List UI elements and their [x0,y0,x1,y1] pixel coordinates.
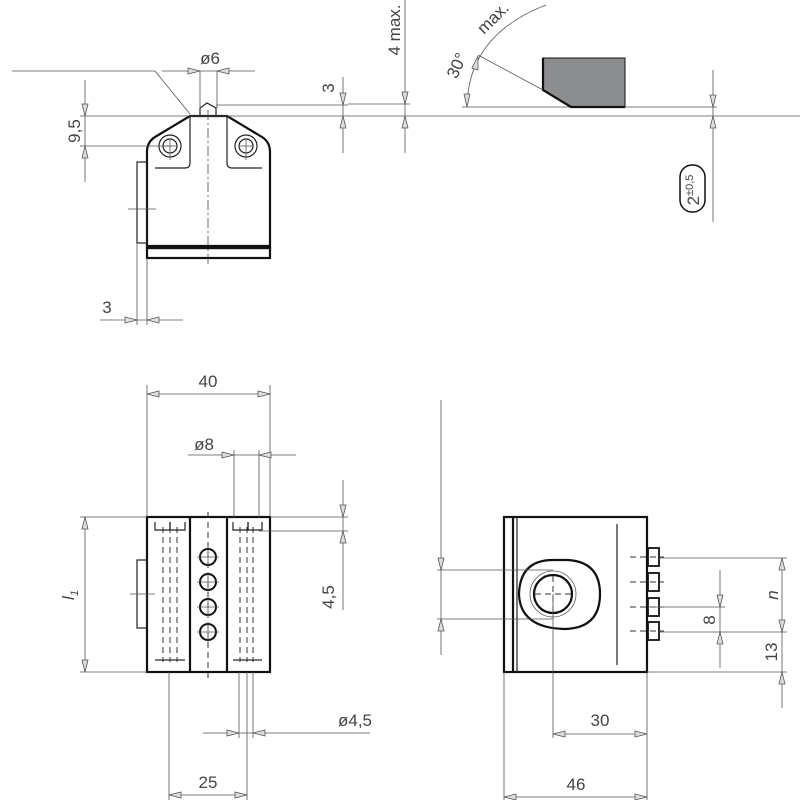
dimension-arrow [339,530,347,544]
dimension-arrow [778,557,786,571]
cable-entry-boss [517,558,602,631]
terminal-holes [197,547,219,642]
dim-label-4-5: 4,5 [319,585,338,609]
angle-label-max: max. [473,0,512,38]
dimension-arrow [401,115,409,129]
terminal-hole-icon [197,572,219,592]
dimension-arrow [503,793,517,800]
right-pocket [226,116,262,169]
dim-label-d6: ø6 [200,49,220,68]
dimension-arrow [187,67,201,75]
dimension-arrow [81,516,89,530]
mounting-hole-hidden-lines [154,522,263,662]
plunger [199,102,217,116]
tolerance-value: 2 [684,196,703,205]
dimension-arrow [146,316,160,324]
actuator-cam [542,57,626,108]
dimension-arrow [258,451,272,459]
dimension-arrow [339,504,347,518]
dimension-arrow [81,659,89,673]
dimension-arrow [226,729,240,737]
dim-label-25: 25 [199,773,218,792]
dimension-arrow [252,729,266,737]
base-plate [145,246,272,260]
dimension-arrow [778,671,786,685]
dim-label-d8: ø8 [194,435,214,454]
terminal-hole-icon [197,622,219,642]
angle-arc [466,4,547,108]
dimension-arrow [168,791,182,799]
counterbore-top [169,522,186,531]
dimension-arrow [401,91,409,105]
terminal-connector [630,621,664,641]
dimension-arrow [716,631,724,645]
dimension-arrow [634,793,648,800]
dimension-arrow [124,316,138,324]
length-subscript: 1 [69,590,81,596]
angle-line [477,54,544,91]
side-body [502,515,649,674]
dimension-arrow [716,594,724,608]
dimension-arrow [634,730,648,738]
dimension-arrow [234,791,248,799]
dimension-arrow [339,92,347,106]
dim-label-30: 30 [591,711,610,730]
left-pocket [155,116,191,169]
length-symbol: l [59,595,78,600]
side-tab [136,161,148,244]
dimension-arrow [437,618,445,632]
front-view: 40 ø8 4,5 l1 ø4,5 25 [59,372,372,800]
dimension-arrow [709,115,717,129]
dim-label-3-top: 3 [319,83,338,92]
side-view: n 8 13 30 46 [437,400,787,800]
dimension-arrow [146,390,160,398]
screw-left-icon [158,134,182,160]
dim-label-46: 46 [567,775,586,794]
terminal-connector [630,547,664,567]
dim-label-d4-5: ø4,5 [338,711,372,730]
dim-label-4-max: 4 max. [385,4,404,55]
dimension-arrow [81,103,89,117]
dimension-arrows [81,55,786,800]
dimension-arrow [463,93,471,108]
terminal-connector [630,572,664,592]
dimension-arrow [221,451,235,459]
tolerance-label: 2±0,5 [684,175,703,206]
dimension-arrow [81,145,89,159]
terminal-hole-icon [197,547,219,567]
dimension-arrow [339,115,347,129]
dimension-arrow [778,619,786,633]
top-view: ø6 9,5 3 4 max. 30° max. 2±0,5 3 [12,0,800,325]
counterbore-top [247,522,263,531]
screw-right-icon [234,134,258,160]
terminal-hole-icon [197,597,219,617]
dim-label-l1: l1 [59,590,81,600]
dimension-arrow [437,557,445,571]
dim-label-40: 40 [199,372,218,391]
dimension-arrow [552,730,566,738]
dim-label-n: n [763,590,782,599]
dim-label-3-tab: 3 [102,298,111,317]
dim-label-8: 8 [700,615,719,624]
dimension-arrow [471,55,479,71]
dim-label-13: 13 [762,643,781,662]
dim-label-9-5: 9,5 [65,119,84,143]
leader-line [12,70,191,115]
cam-edge [541,58,625,109]
dimension-arrow [709,94,717,108]
tolerance-badge [679,164,706,213]
tolerance-range: ±0,5 [684,175,696,196]
dimension-arrow [257,390,271,398]
dimension-arrow [216,67,230,75]
angle-label-30: 30° [443,50,471,81]
